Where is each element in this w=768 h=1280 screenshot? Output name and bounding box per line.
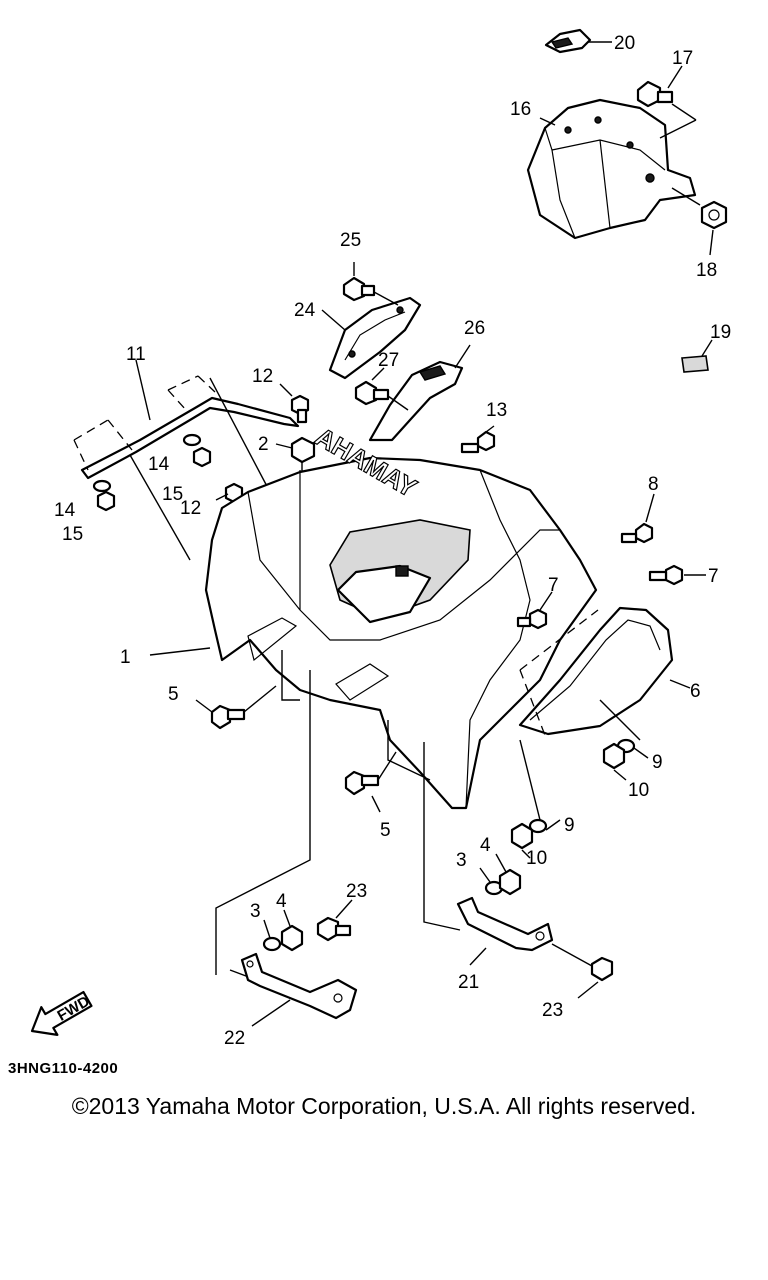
- nut-15-left: [96, 490, 116, 512]
- callout-1: 1: [120, 647, 131, 668]
- callout-3: 3: [456, 850, 467, 871]
- bracket-21: [456, 896, 554, 966]
- rear-fender-part: [149, 456, 598, 810]
- bolt-12-upper: [279, 383, 310, 424]
- callout-18: 18: [696, 260, 717, 281]
- copyright-notice: ©2013 Yamaha Motor Corporation, U.S.A. A…: [71, 1093, 697, 1119]
- callout-20: 20: [614, 33, 635, 54]
- callout-7: 7: [708, 566, 719, 587]
- callout-6: 6: [690, 681, 701, 702]
- bolt-7-lower: [516, 591, 553, 630]
- callout-11: 11: [126, 344, 146, 365]
- callout-21: 21: [458, 972, 479, 993]
- callout-4: 4: [276, 891, 287, 912]
- callout-9: 9: [564, 815, 575, 836]
- nut-10-lower: [510, 822, 534, 859]
- callout-27: 27: [378, 350, 399, 371]
- pad-19: [681, 339, 713, 373]
- forward-arrow-icon: FWD: [30, 990, 93, 1036]
- rail-11: [73, 359, 300, 561]
- callout-10: 10: [526, 848, 547, 869]
- callout-12: 12: [180, 498, 201, 519]
- washer-14-left: [92, 479, 112, 493]
- callout-26: 26: [464, 318, 485, 339]
- bolt-25: [342, 262, 399, 306]
- bracket-26: [368, 344, 471, 442]
- nut-15-right: [192, 446, 212, 468]
- callout-12: 12: [252, 366, 273, 387]
- callout-14: 14: [54, 500, 76, 521]
- callout-15: 15: [162, 484, 183, 505]
- washer-9-lower: [528, 818, 561, 834]
- callout-23: 23: [542, 1000, 563, 1021]
- washer-14-right: [182, 433, 202, 447]
- bolt-5-left: [195, 685, 277, 730]
- bolt-8: [620, 493, 655, 544]
- bolt-27: [354, 367, 409, 411]
- callout-25: 25: [340, 230, 361, 251]
- clip-part: [544, 28, 612, 54]
- trim-6: [518, 606, 691, 739]
- bolt-23-right: [551, 943, 614, 999]
- callout-19: 19: [710, 322, 731, 343]
- callout-7: 7: [548, 575, 559, 596]
- washer-3-left: [262, 919, 282, 952]
- nut-10-upper: [602, 742, 627, 781]
- bolt-17: [636, 65, 697, 139]
- plate-24: [321, 296, 422, 380]
- nut-18: [671, 187, 728, 256]
- nut-4-right: [495, 853, 522, 896]
- callout-23: 23: [346, 881, 367, 902]
- callout-14: 14: [148, 454, 170, 475]
- bracket-22: [240, 952, 358, 1027]
- callout-24: 24: [294, 300, 316, 321]
- callout-15: 15: [62, 524, 83, 545]
- parts-diagram: YAMAHA: [30, 28, 731, 1049]
- bolt-23-left: [316, 899, 353, 942]
- callout-9: 9: [652, 752, 663, 773]
- diagram-code: 3HNG110-4200: [8, 1060, 119, 1077]
- tool-box-part: [526, 98, 697, 240]
- callout-labels: 1 2 3 3 4 4 5 5 6 7 7 8 9 9 10 10 11 12 …: [54, 33, 731, 1049]
- callout-5: 5: [168, 684, 179, 705]
- nut-4-left: [280, 909, 304, 952]
- washer-3-right: [479, 867, 504, 896]
- callout-2: 2: [258, 434, 269, 455]
- callout-3: 3: [250, 901, 261, 922]
- callout-4: 4: [480, 835, 491, 856]
- callout-8: 8: [648, 474, 659, 495]
- bolt-5-right: [344, 751, 397, 813]
- bolt-13: [460, 425, 496, 454]
- callout-17: 17: [672, 48, 693, 69]
- callout-5: 5: [380, 820, 391, 841]
- bolt-7-upper: [648, 564, 706, 586]
- callout-22: 22: [224, 1028, 245, 1049]
- callout-10: 10: [628, 780, 649, 801]
- callout-16: 16: [510, 99, 531, 120]
- callout-13: 13: [486, 400, 507, 421]
